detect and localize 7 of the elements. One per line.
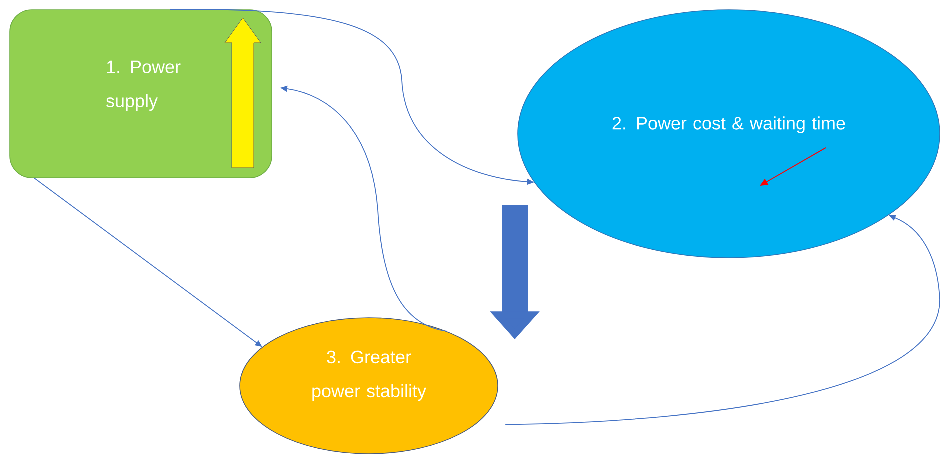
node-label: 3. Greater power stability [312, 350, 426, 402]
node-label: 1. Power supply [106, 60, 181, 112]
process-box [10, 10, 272, 178]
process-ellipse [240, 318, 498, 454]
arrow [505, 215, 940, 426]
node-label: 2. Power cost & waiting time [612, 116, 846, 134]
process-ellipse [518, 10, 940, 258]
